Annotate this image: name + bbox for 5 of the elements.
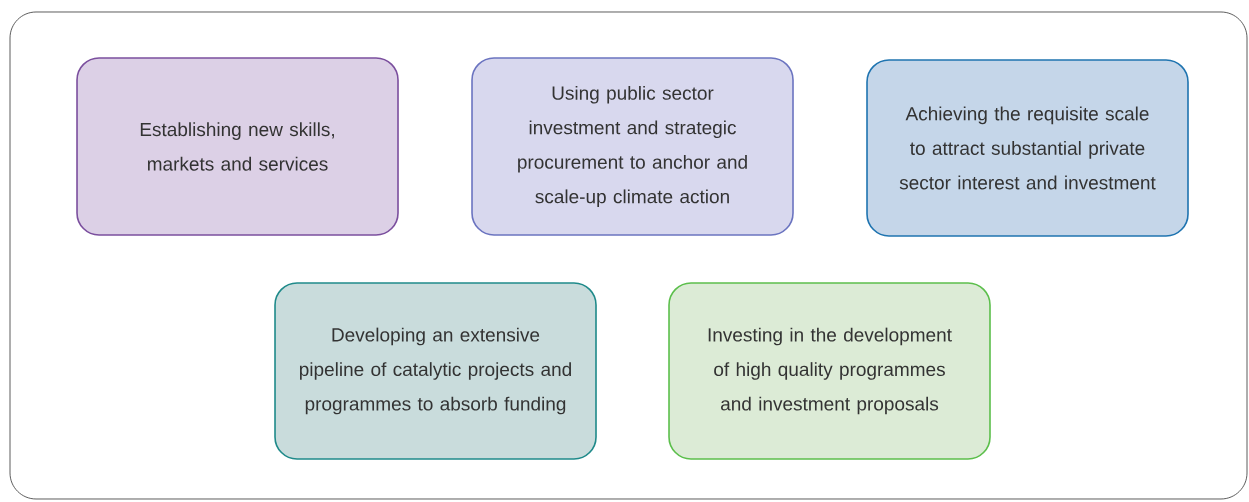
text-box: Achieving the requisite scale to attract substantial private sector interest and investment — [866, 59, 1189, 237]
text-box: Investing in the development of high quality programmes and investment proposals — [668, 282, 991, 460]
text-box: Establishing new skills, markets and services — [76, 57, 399, 236]
text-box: Developing an extensive pipeline of catalytic projects and programmes to absorb funding — [274, 282, 597, 460]
text-box: Using public sector investment and strategic procurement to anchor and scale-up climate action — [471, 57, 794, 236]
